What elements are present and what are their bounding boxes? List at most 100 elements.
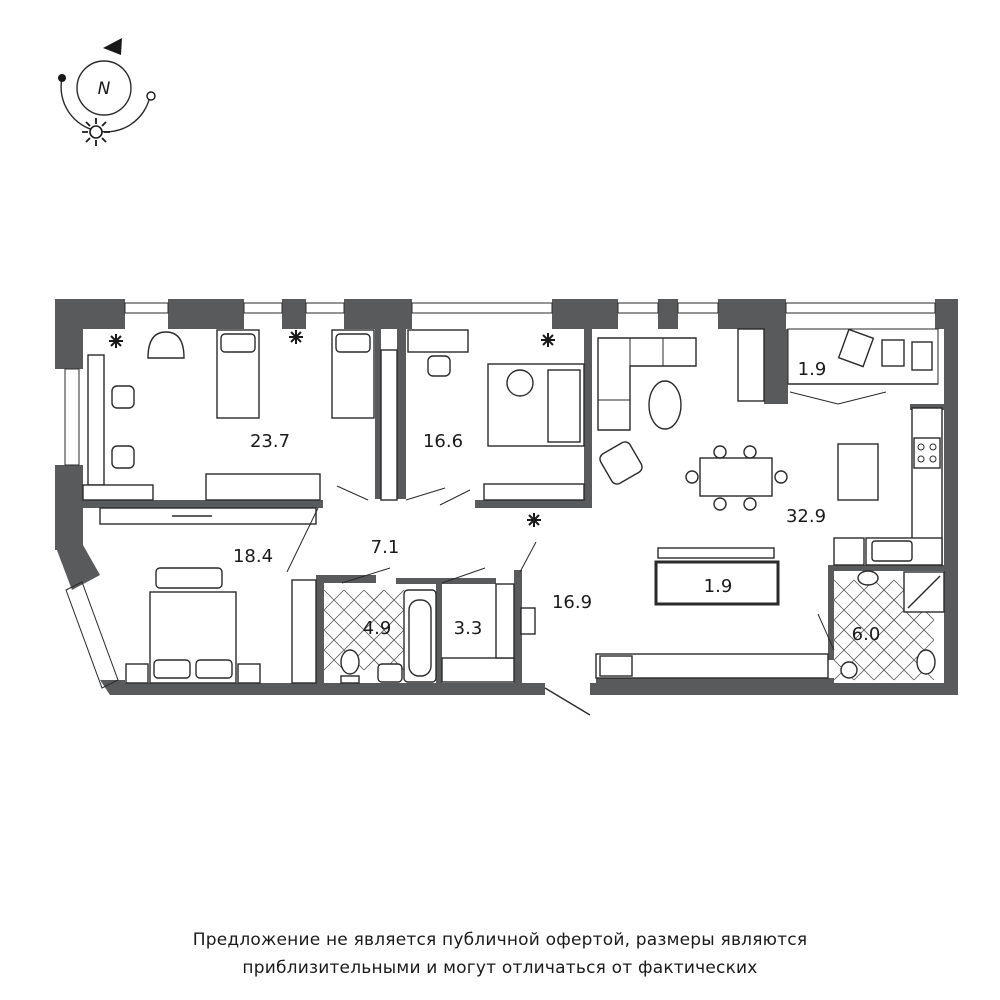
room-area-label: 7.1	[371, 537, 400, 558]
room-area-label: 1.9	[704, 576, 733, 597]
storage-shelf	[441, 657, 515, 683]
office-furniture: 16.6	[336, 329, 585, 527]
living-kitchen: 32.9 1.9	[595, 328, 943, 679]
sink	[857, 570, 879, 586]
wardrobe	[495, 583, 515, 659]
tile-pattern	[323, 589, 405, 671]
kitchen-island	[837, 443, 879, 501]
fridge	[833, 537, 865, 566]
tv-stand	[483, 483, 585, 501]
bedroom-2-furniture: 18.4	[99, 507, 319, 684]
pillow	[153, 659, 191, 679]
bookshelf	[380, 349, 398, 501]
nightstand	[125, 663, 149, 684]
window	[305, 302, 345, 314]
chair	[713, 445, 727, 459]
corner-sofa	[597, 337, 697, 431]
stove-icon	[913, 437, 941, 469]
desk	[407, 329, 469, 353]
window	[617, 302, 659, 314]
door-swing	[441, 567, 486, 584]
room-area-label: 32.9	[786, 506, 826, 527]
shoe-rack	[82, 484, 154, 501]
ac-icon	[527, 513, 541, 527]
window	[65, 581, 119, 689]
room-area-label: 3.3	[454, 618, 483, 639]
washing-machine	[840, 661, 858, 679]
desk	[87, 354, 105, 486]
room-area-label: 18.4	[233, 546, 273, 567]
compass: N	[58, 38, 156, 146]
window	[677, 302, 719, 314]
water-heater	[520, 607, 536, 635]
door-swing	[286, 507, 319, 573]
room-area-label: 6.0	[852, 624, 881, 645]
armchair	[599, 441, 643, 485]
room-area-label: 1.9	[798, 359, 827, 380]
compass-dot-east	[146, 91, 156, 101]
wardrobe	[205, 473, 321, 501]
north-arrow-icon	[103, 38, 122, 55]
sink	[377, 663, 403, 683]
coffee-table	[648, 380, 682, 430]
room-area-label: 16.6	[423, 431, 463, 452]
room-area-label: 16.9	[552, 592, 592, 613]
bench	[155, 567, 223, 589]
compass-dot-west	[58, 74, 66, 82]
desk-chair	[111, 445, 135, 469]
bathroom-1: 4.9	[323, 589, 437, 684]
door-swing	[336, 485, 369, 501]
chair	[743, 445, 757, 459]
balcony-chair	[837, 328, 875, 368]
room-area-label: 23.7	[250, 431, 290, 452]
disclaimer-line-1: Предложение не является публичной оферто…	[192, 930, 808, 950]
toilet-room: 3.3	[441, 583, 536, 683]
compass-letter: N	[98, 79, 111, 99]
hall: 7.1	[341, 537, 486, 584]
toilet-icon	[916, 649, 936, 675]
chair	[685, 470, 699, 484]
ac-icon	[541, 333, 555, 347]
door-swing	[817, 613, 835, 651]
window	[785, 302, 936, 314]
toilet-tank	[340, 675, 360, 684]
shoe-cabinet	[599, 655, 633, 677]
toilet-icon	[340, 649, 360, 675]
window	[411, 302, 553, 314]
cabinet	[737, 328, 765, 402]
wardrobe-top	[657, 547, 775, 559]
chair	[743, 497, 757, 511]
pillow	[195, 659, 233, 679]
pillow	[220, 333, 256, 353]
desk-chair	[427, 355, 451, 377]
door-swing	[519, 541, 537, 573]
ac-icon	[109, 334, 123, 348]
desk-chair	[111, 385, 135, 409]
balcony-door	[789, 391, 887, 405]
nightstand	[237, 663, 261, 684]
windows	[64, 302, 936, 689]
sun-icon	[82, 118, 110, 146]
armchair	[147, 331, 185, 359]
disclaimer-line-2: приблизительными и могут отличаться от ф…	[242, 958, 758, 978]
balcony-stool	[911, 341, 933, 371]
sofa-back	[547, 369, 581, 443]
wardrobe	[291, 579, 317, 684]
sink-icon	[871, 540, 913, 562]
tv-stand	[595, 653, 829, 679]
window	[64, 368, 80, 466]
compass-circle	[76, 60, 132, 116]
wardrobe-room: 1.9	[654, 547, 780, 606]
balcony-table	[881, 339, 905, 367]
door-swing	[341, 567, 391, 584]
chair	[774, 470, 788, 484]
coffee-table	[506, 369, 534, 397]
window	[243, 302, 283, 314]
corridor: 16.9	[519, 541, 592, 716]
room-area-label: 4.9	[363, 618, 392, 639]
ac-icon	[289, 330, 303, 344]
walls	[55, 299, 958, 695]
bathtub-inner	[408, 599, 432, 677]
window	[124, 302, 169, 314]
